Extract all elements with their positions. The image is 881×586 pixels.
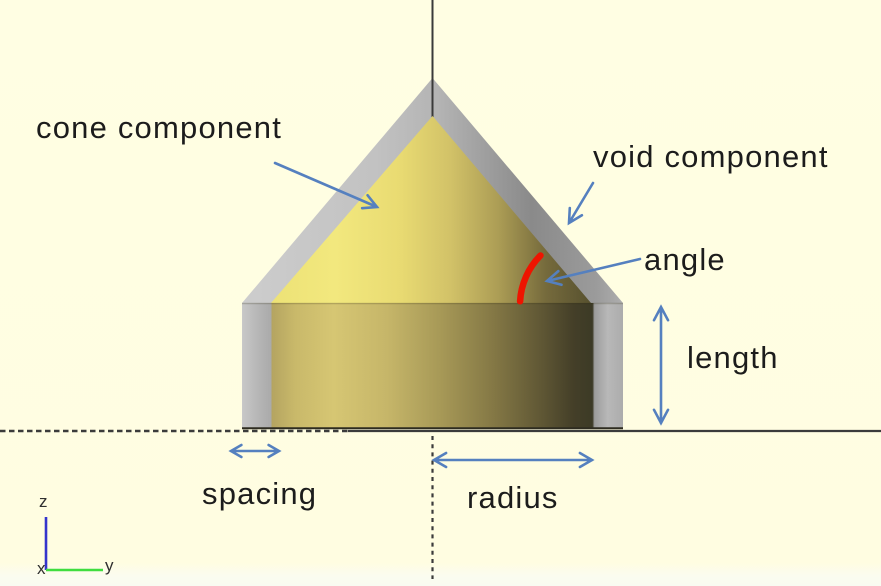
spacing-label: spacing: [202, 476, 318, 511]
annotation-arrows: [228, 161, 670, 469]
angle-label: angle: [644, 242, 726, 277]
angle-arc: [516, 252, 544, 305]
axis-y-label: y: [105, 556, 114, 575]
void-component-label: void component: [593, 139, 829, 174]
cone-component-arrow: [273, 161, 380, 210]
angle-arrow: [544, 257, 642, 287]
radius-dimension-arrow: [431, 451, 595, 469]
axis-x-label: x: [37, 559, 46, 578]
spacing-dimension-arrow: [228, 443, 282, 459]
cylinder-shape: [242, 303, 623, 429]
axis-z-label: z: [39, 492, 48, 511]
void-component-arrow: [567, 181, 595, 226]
length-label: length: [687, 340, 779, 375]
radius-label: radius: [467, 480, 559, 515]
cone-component-label: cone component: [36, 110, 283, 145]
cone-component-shape: [271, 116, 591, 303]
length-dimension-arrow: [652, 304, 670, 426]
